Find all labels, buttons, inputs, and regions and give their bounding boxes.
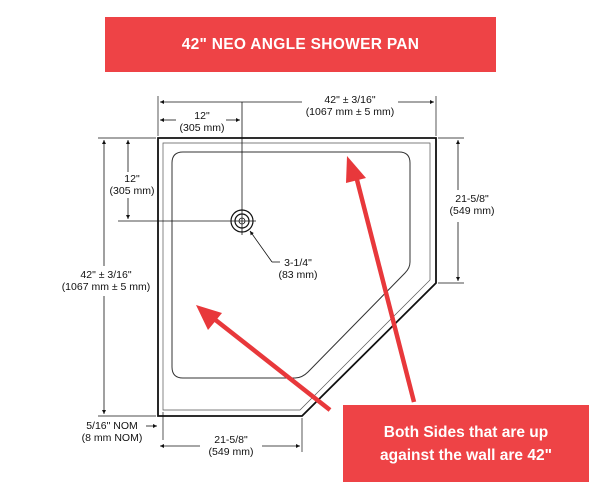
dim-drain-line1: 3-1/4" [284, 257, 312, 269]
dim-right-side-line2: (549 mm) [450, 205, 495, 217]
dim-right-side: 21-5/8" (549 mm) [438, 137, 495, 284]
dim-left-height-line2: (1067 mm ± 5 mm) [62, 281, 151, 293]
pan-outline [157, 137, 437, 417]
title-banner: 42" NEO ANGLE SHOWER PAN [105, 17, 496, 72]
pan-flange-inner [162, 142, 431, 411]
dim-drain-diameter: 3-1/4" (83 mm) [249, 230, 318, 281]
dim-left-drain-offset: 12" (305 mm) [110, 137, 156, 219]
dim-flange-line2: (8 mm NOM) [82, 432, 143, 444]
dim-bottom-side: 21-5/8" (549 mm) [160, 418, 303, 458]
dim-left-drain-line2: (305 mm) [110, 185, 155, 197]
callout-arrow-right-wall [346, 156, 417, 403]
dim-bottom-side-line1: 21-5/8" [214, 434, 248, 446]
pan-floor-outline [171, 151, 411, 379]
dim-drain-line2: (83 mm) [278, 269, 317, 281]
callout-arrow-left-wall [196, 305, 332, 412]
dim-right-side-line1: 21-5/8" [455, 193, 489, 205]
drain [118, 102, 256, 235]
dim-flange: 5/16" NOM (8 mm NOM) [82, 412, 164, 444]
callout-line2: against the wall are 42" [380, 446, 552, 464]
dim-top-drain-offset: 12" (305 mm) [160, 110, 240, 134]
dim-top-width: 42" ± 3/16" (1067 mm ± 5 mm) [157, 94, 437, 136]
dim-top-width-line2: (1067 mm ± 5 mm) [306, 106, 395, 118]
dim-top-width-line1: 42" ± 3/16" [324, 94, 375, 106]
dim-top-drain-line1: 12" [194, 110, 210, 122]
dim-top-drain-line2: (305 mm) [180, 122, 225, 134]
callout-box: Both Sides that are up against the wall … [343, 405, 589, 482]
dim-left-height-line1: 42" ± 3/16" [80, 269, 131, 281]
dim-flange-line1: 5/16" NOM [86, 420, 138, 432]
dim-left-drain-line1: 12" [124, 173, 140, 185]
dim-left-height: 42" ± 3/16" (1067 mm ± 5 mm) [62, 137, 156, 417]
title-text: 42" NEO ANGLE SHOWER PAN [181, 35, 420, 53]
callout-line1: Both Sides that are up [383, 423, 549, 441]
dim-bottom-side-line2: (549 mm) [209, 446, 254, 458]
